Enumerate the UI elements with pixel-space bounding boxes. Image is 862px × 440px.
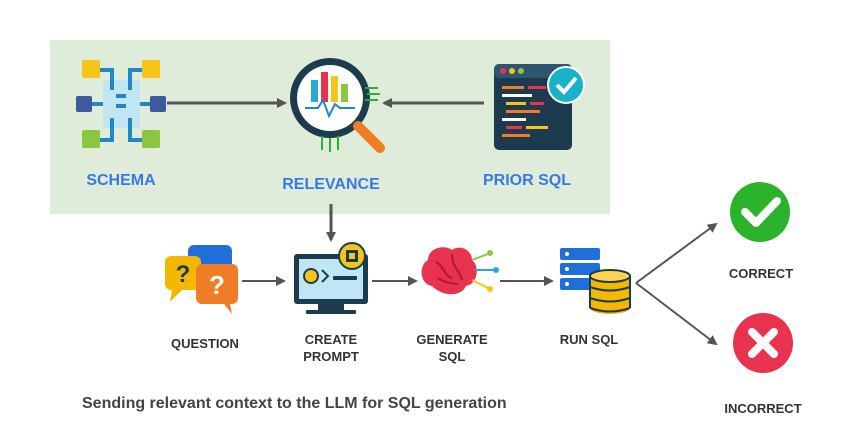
generate-sql-label: GENERATE SQL bbox=[416, 332, 488, 364]
brain-icon bbox=[421, 247, 499, 295]
cross-icon bbox=[733, 313, 793, 373]
prior-sql-label: PRIOR SQL bbox=[482, 172, 572, 189]
arrow-run-sql-to-correct bbox=[635, 222, 718, 284]
svg-text:?: ? bbox=[209, 270, 225, 300]
prior-sql-code-icon bbox=[494, 64, 585, 150]
schema-label: SCHEMA bbox=[86, 172, 156, 189]
check-icon bbox=[730, 182, 790, 242]
schema-icon bbox=[76, 60, 166, 148]
caption: Sending relevant context to the LLM for … bbox=[82, 395, 507, 412]
run-sql-label: RUN SQL bbox=[559, 332, 619, 347]
correct-label: CORRECT bbox=[728, 266, 794, 281]
arrow-run-sql-to-incorrect bbox=[635, 282, 718, 346]
relevance-label: RELEVANCE bbox=[282, 176, 380, 193]
question-bubbles-icon: ? ? bbox=[165, 245, 238, 314]
relevance-magnifier-icon bbox=[290, 58, 385, 153]
create-prompt-monitor-icon bbox=[294, 242, 368, 314]
run-sql-database-icon bbox=[560, 248, 631, 314]
create-prompt-label: CREATE PROMPT bbox=[303, 332, 359, 364]
svg-text:?: ? bbox=[176, 261, 191, 288]
question-label: QUESTION bbox=[171, 336, 239, 351]
incorrect-label: INCORRECT bbox=[724, 401, 802, 416]
